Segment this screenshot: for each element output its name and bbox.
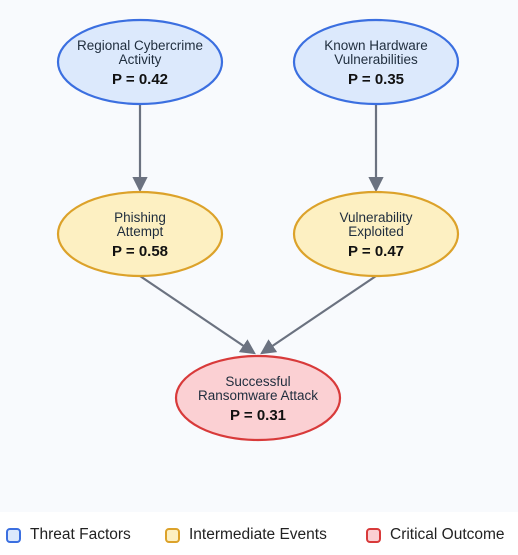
node-label-line: Vulnerability bbox=[339, 210, 412, 225]
legend-item-threat-factors: Threat Factors bbox=[6, 526, 131, 544]
node-label-line: Ransomware Attack bbox=[198, 388, 318, 403]
legend-label: Threat Factors bbox=[30, 526, 131, 543]
legend-item-critical-outcome: Critical Outcome bbox=[366, 526, 505, 544]
edge-phishing-attempt-to-successful-ransomware bbox=[139, 275, 256, 355]
node-label-line: Successful bbox=[225, 374, 290, 389]
legend-swatch-critical bbox=[366, 527, 381, 543]
edge-vulnerability-exploited-to-successful-ransomware bbox=[260, 275, 377, 355]
node-shape bbox=[56, 18, 224, 106]
node-shape bbox=[174, 354, 342, 442]
node-label-line: Activity bbox=[119, 52, 162, 67]
node-label-line: Phishing bbox=[114, 210, 166, 225]
node-shape bbox=[292, 190, 460, 278]
legend-label: Intermediate Events bbox=[189, 526, 327, 543]
node-probability: P = 0.47 bbox=[348, 243, 404, 260]
node-probability: P = 0.58 bbox=[112, 243, 168, 260]
node-label-line: Vulnerabilities bbox=[334, 52, 418, 67]
node-shape bbox=[292, 18, 460, 106]
node-label-line: Regional Cybercrime bbox=[77, 38, 203, 53]
legend-swatch-intermediate bbox=[165, 527, 180, 543]
node-label-line: Attempt bbox=[117, 224, 164, 239]
legend-label: Critical Outcome bbox=[390, 526, 505, 543]
node-label-line: Exploited bbox=[348, 224, 404, 239]
node-label-line: Known Hardware bbox=[324, 38, 428, 53]
node-shape bbox=[56, 190, 224, 278]
node-probability: P = 0.42 bbox=[112, 71, 168, 88]
node-probability: P = 0.31 bbox=[230, 407, 286, 424]
node-probability: P = 0.35 bbox=[348, 71, 404, 88]
legend-item-intermediate-events: Intermediate Events bbox=[165, 526, 327, 544]
legend-swatch-threat bbox=[6, 527, 21, 543]
legend: Threat Factors Intermediate Events Criti… bbox=[0, 522, 518, 552]
